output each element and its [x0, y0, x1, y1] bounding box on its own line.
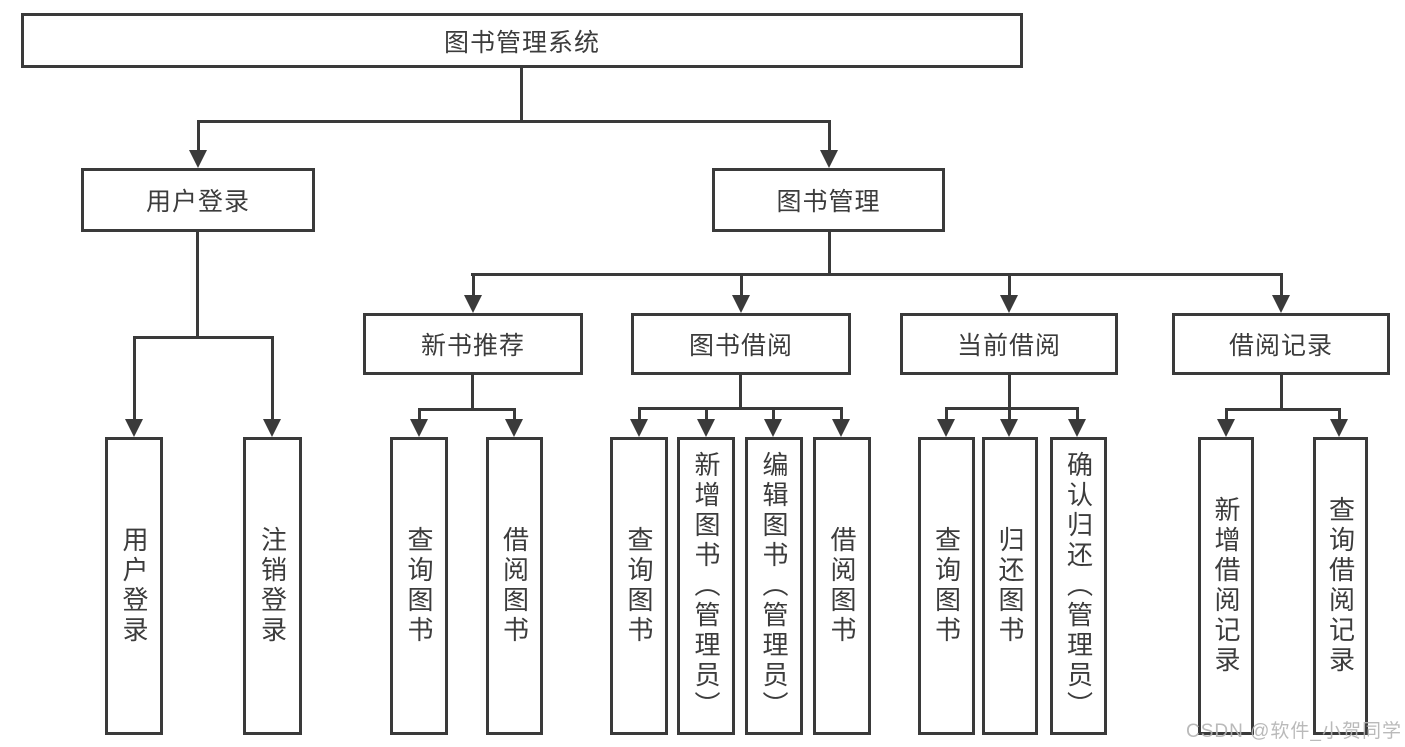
- node-book-management-label: 图书管理: [776, 188, 881, 216]
- arrow-down-icon: [832, 419, 850, 437]
- leaf-current-query-book-label: 查询图书: [931, 526, 962, 646]
- connector-records-bar: [1225, 408, 1341, 411]
- node-user-login-label: 用户登录: [145, 188, 250, 216]
- leaf-add-borrow-record-label: 新增借阅记录: [1211, 496, 1241, 676]
- leaf-edit-book-admin-label: 编辑图书（管理员）: [759, 451, 789, 721]
- node-user-login: 用户登录: [81, 168, 315, 232]
- connector-recommend-bar: [418, 408, 516, 411]
- connector-arrow-line: [133, 336, 136, 421]
- leaf-recommend-query-book-label: 查询图书: [404, 526, 434, 646]
- leaf-recommend-query-book: 查询图书: [390, 437, 448, 735]
- leaf-return-book-label: 归还图书: [995, 526, 1025, 646]
- leaf-borrow-book-label: 借阅图书: [827, 526, 857, 646]
- arrow-down-icon: [732, 295, 750, 313]
- leaf-query-borrow-record: 查询借阅记录: [1313, 437, 1368, 735]
- connector-current-stem: [1008, 375, 1011, 407]
- connector-login-stem: [196, 232, 199, 336]
- connector-arrow-line: [418, 408, 421, 419]
- connector-borrow-bar: [638, 407, 843, 410]
- leaf-confirm-return-admin: 确认归还（管理员）: [1050, 437, 1107, 735]
- arrow-down-icon: [820, 150, 838, 168]
- arrow-down-icon: [1330, 419, 1348, 437]
- arrow-down-icon: [263, 419, 281, 437]
- leaf-add-book-admin: 新增图书（管理员）: [677, 437, 735, 735]
- leaf-query-borrow-record-label: 查询借阅记录: [1325, 496, 1356, 676]
- arrow-down-icon: [1000, 295, 1018, 313]
- connector-arrow-line: [197, 120, 200, 152]
- connector-arrow-line: [945, 407, 948, 419]
- connector-arrow-line: [740, 273, 743, 295]
- leaf-add-book-admin-label: 新增图书（管理员）: [691, 451, 721, 721]
- arrow-down-icon: [697, 419, 715, 437]
- arrow-down-icon: [464, 295, 482, 313]
- connector-arrow-line: [513, 408, 516, 419]
- csdn-watermark: CSDN @软件_小贺同学: [1186, 721, 1402, 742]
- connector-arrow-line: [772, 407, 775, 419]
- arrow-down-icon: [764, 419, 782, 437]
- leaf-logout: 注销登录: [243, 437, 302, 735]
- leaf-recommend-borrow-book: 借阅图书: [486, 437, 543, 735]
- leaf-recommend-borrow-book-label: 借阅图书: [499, 526, 530, 646]
- arrow-down-icon: [937, 419, 955, 437]
- connector-arrow-line: [1008, 273, 1011, 295]
- leaf-user-login-label: 用户登录: [119, 526, 149, 646]
- connector-arrow-line: [1008, 407, 1011, 419]
- node-root-label: 图书管理系统: [443, 28, 600, 57]
- connector-mgmt-stem: [828, 232, 831, 273]
- connector-mgmt-bar: [471, 273, 1282, 276]
- leaf-borrow-query-book-label: 查询图书: [624, 526, 654, 646]
- connector-arrow-line: [638, 407, 641, 419]
- arrow-down-icon: [505, 419, 523, 437]
- node-root: 图书管理系统: [21, 13, 1023, 68]
- connector-arrow-line: [1076, 407, 1079, 419]
- connector-login-bar: [133, 336, 273, 339]
- node-new-book-recommend: 新书推荐: [363, 313, 583, 375]
- connector-arrow-line: [828, 120, 831, 152]
- leaf-add-borrow-record: 新增借阅记录: [1198, 437, 1254, 735]
- node-book-management: 图书管理: [712, 168, 945, 232]
- arrow-down-icon: [410, 419, 428, 437]
- leaf-borrow-book: 借阅图书: [813, 437, 871, 735]
- connector-root-bar: [197, 120, 831, 123]
- connector-arrow-line: [1338, 408, 1341, 419]
- leaf-confirm-return-admin-label: 确认归还（管理员）: [1063, 451, 1094, 721]
- leaf-edit-book-admin: 编辑图书（管理员）: [745, 437, 803, 735]
- leaf-user-login: 用户登录: [105, 437, 163, 735]
- connector-arrow-line: [472, 273, 475, 295]
- arrow-down-icon: [189, 150, 207, 168]
- leaf-return-book: 归还图书: [982, 437, 1038, 735]
- arrow-down-icon: [1217, 419, 1235, 437]
- connector-recommend-stem: [471, 375, 474, 408]
- connector-records-stem: [1280, 375, 1283, 408]
- arrow-down-icon: [1000, 419, 1018, 437]
- node-book-borrow: 图书借阅: [631, 313, 851, 375]
- arrow-down-icon: [125, 419, 143, 437]
- connector-arrow-line: [1225, 408, 1228, 419]
- connector-borrow-stem: [739, 375, 742, 407]
- arrow-down-icon: [630, 419, 648, 437]
- node-new-book-recommend-label: 新书推荐: [420, 332, 525, 360]
- node-borrow-records-label: 借阅记录: [1228, 332, 1333, 360]
- connector-arrow-line: [1280, 273, 1283, 295]
- arrow-down-icon: [1068, 419, 1086, 437]
- connector-arrow-line: [271, 336, 274, 421]
- connector-current-bar: [945, 407, 1079, 410]
- leaf-logout-label: 注销登录: [257, 526, 288, 646]
- node-current-borrow-label: 当前借阅: [956, 332, 1061, 360]
- arrow-down-icon: [1272, 295, 1290, 313]
- node-borrow-records: 借阅记录: [1172, 313, 1390, 375]
- leaf-borrow-query-book: 查询图书: [610, 437, 668, 735]
- leaf-current-query-book: 查询图书: [918, 437, 975, 735]
- connector-root-stem: [520, 68, 523, 120]
- node-book-borrow-label: 图书借阅: [688, 332, 793, 360]
- connector-arrow-line: [705, 407, 708, 419]
- node-current-borrow: 当前借阅: [900, 313, 1118, 375]
- connector-arrow-line: [840, 407, 843, 419]
